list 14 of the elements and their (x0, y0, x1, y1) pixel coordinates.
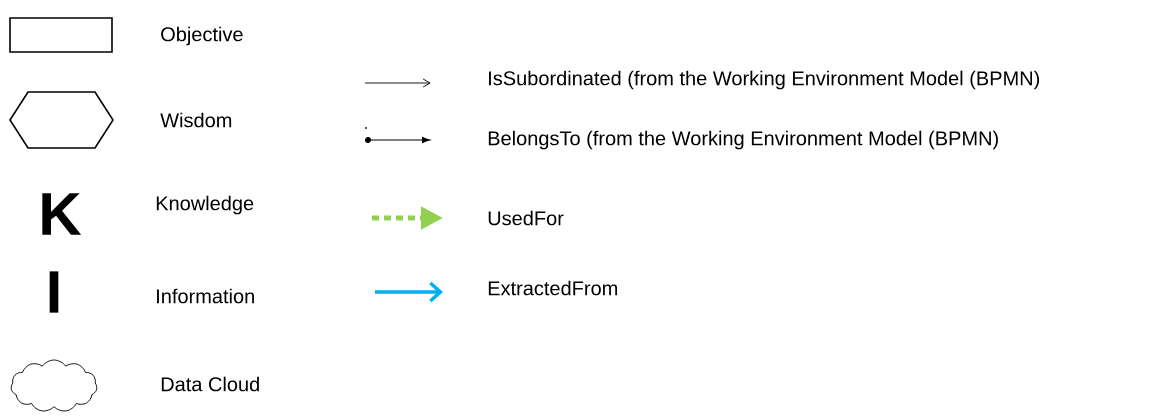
legend-text: Wisdom (160, 112, 232, 128)
legend-text: Knowledge (156, 195, 254, 215)
legend-text: IsSubordinated (from the Working Environment Model (BPMN) (489, 70, 1040, 90)
hexagon-symbol (9, 91, 114, 149)
cloud-symbol (10, 359, 98, 412)
legend-text: ExtractedFrom (488, 280, 617, 296)
legend-text: Data Cloud (161, 376, 259, 392)
legend-text: Information (157, 288, 254, 304)
legend-text: BelongsTo (from the Working Environment Model (BPMN) (488, 130, 998, 150)
legend-text: UsedFor (488, 210, 564, 226)
rectangle-symbol (9, 17, 113, 53)
letter-symbol: K (42, 193, 82, 235)
letter-symbol: I (49, 271, 59, 313)
legend-text: Objective (161, 26, 243, 46)
